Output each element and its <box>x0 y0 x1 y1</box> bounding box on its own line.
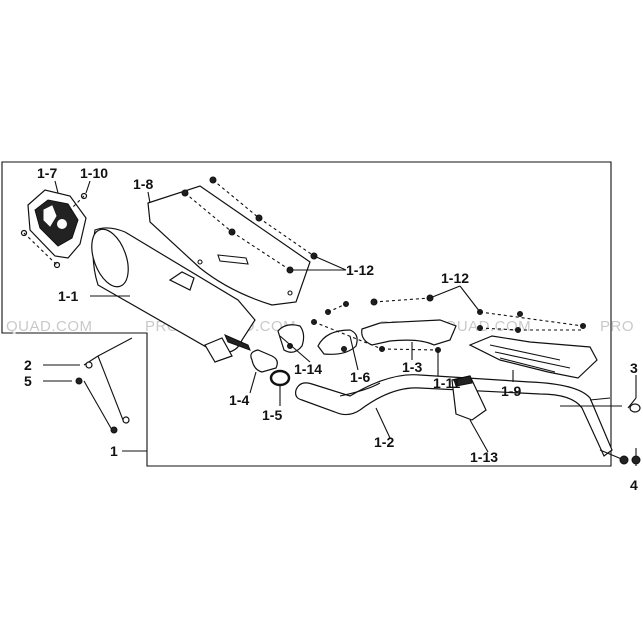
gasket-part <box>269 369 291 387</box>
bolt-part <box>110 426 118 434</box>
part-label: 1-13 <box>470 449 498 465</box>
part-label: 1-9 <box>501 383 521 399</box>
lower-guard-part <box>468 335 598 379</box>
watermark-segment: QUAD.COM <box>6 318 93 335</box>
part-label: 1-3 <box>402 359 422 375</box>
assembly-lines <box>23 179 584 351</box>
muffler-part <box>91 227 256 363</box>
part-label: 1-4 <box>229 392 249 408</box>
watermark-segment: PRO <box>600 318 634 335</box>
clamp-part <box>317 329 358 355</box>
screw-part <box>341 346 347 352</box>
bolt-part <box>75 377 83 385</box>
part-label: 1-14 <box>294 361 322 377</box>
part-label: 3 <box>630 360 638 376</box>
heat-shield-part <box>147 185 311 306</box>
part-label: 1-11 <box>433 375 460 391</box>
end-cap-part <box>27 189 87 259</box>
part-label: 1-7 <box>37 165 57 181</box>
clamp-part <box>277 324 305 353</box>
part-label: 1-1 <box>58 288 78 304</box>
part-label: 1-2 <box>374 434 394 450</box>
part-label: 4 <box>630 477 638 493</box>
part-labels: 1-7 1-10 1-8 1-12 1-12 1-1 2 5 1 1-14 1-… <box>24 165 638 493</box>
assembly-frame <box>1 161 612 467</box>
part-label: 1-6 <box>350 369 370 385</box>
nut-part <box>631 455 641 465</box>
part-label: 1-12 <box>346 262 374 278</box>
part-label: 1-12 <box>441 270 469 286</box>
washer-part <box>85 361 93 369</box>
leader-lines <box>43 180 637 466</box>
exhaust-pipe-part <box>295 374 613 457</box>
o-ring-part <box>629 403 641 413</box>
washer-part <box>122 416 130 424</box>
nut-part <box>619 455 629 465</box>
part-label: 1-10 <box>80 165 108 181</box>
pipe-shield-part <box>361 319 457 346</box>
part-label: 1-5 <box>262 407 282 423</box>
sleeve-part <box>250 349 278 373</box>
part-label: 5 <box>24 373 32 389</box>
screw-part <box>287 343 293 349</box>
part-label: 1-8 <box>133 176 153 192</box>
part-label: 2 <box>24 357 32 373</box>
part-label: 1 <box>110 443 118 459</box>
